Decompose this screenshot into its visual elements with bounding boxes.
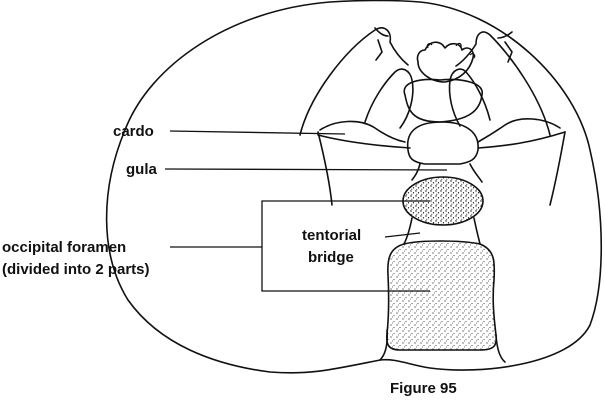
- left-tooth: [375, 28, 388, 60]
- label-tentorial: tentorial: [302, 227, 361, 244]
- left-genal-line: [318, 132, 332, 205]
- figure-caption: Figure 95: [390, 380, 457, 397]
- gula-leader: [165, 169, 447, 170]
- labrum: [417, 42, 473, 82]
- tentorial-leader: [385, 233, 420, 237]
- right-mandible-inner: [449, 69, 490, 126]
- gula-left-edge: [412, 164, 420, 180]
- gula-right-edge: [470, 164, 482, 182]
- head-capsule-outline: [107, 1, 602, 373]
- lower-foramen: [387, 241, 496, 350]
- cardo-right-lobe: [478, 119, 560, 142]
- label-gula: gula: [126, 161, 157, 178]
- tentorial-bridge-left: [404, 218, 412, 244]
- right-genal-line: [550, 132, 565, 205]
- label-bridge: bridge: [308, 249, 354, 266]
- label-cardo: cardo: [113, 123, 154, 140]
- cardo-bar: [318, 132, 565, 148]
- label-occipital-foramen-line1: occipital foramen: [2, 239, 126, 256]
- tentorial-bridge-right: [474, 218, 480, 244]
- label-occipital-foramen-line2: (divided into 2 parts): [2, 261, 150, 278]
- left-mandible: [300, 28, 408, 135]
- labium-plate: [404, 80, 482, 122]
- mentum: [408, 122, 478, 164]
